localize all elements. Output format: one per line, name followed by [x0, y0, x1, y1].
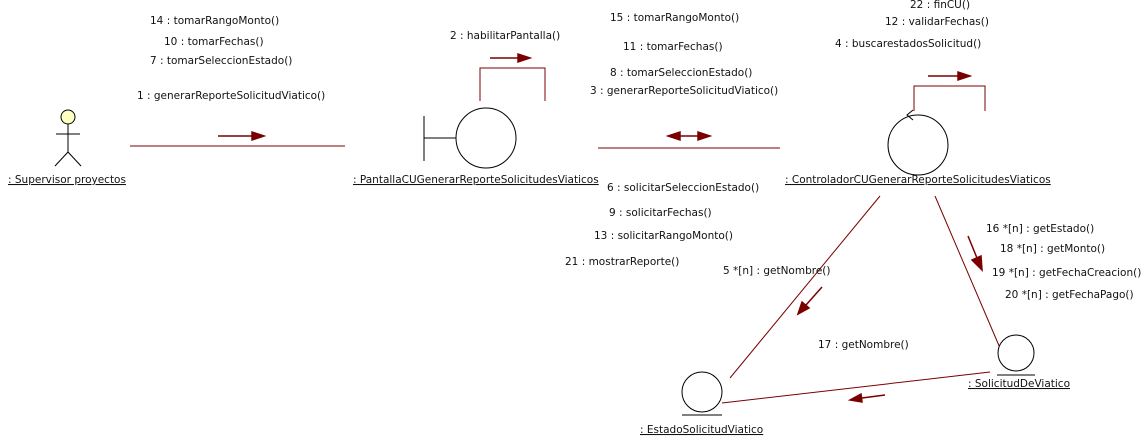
estado-label: : EstadoSolicitudViatico: [640, 424, 763, 436]
message-label: 8 : tomarSeleccionEstado(): [610, 67, 752, 79]
arrow-control-to-solicitud: [967, 235, 978, 259]
solicitud-label: : SolicitudDeViatico: [968, 378, 1070, 390]
message-label: 4 : buscarestadosSolicitud(): [835, 38, 981, 50]
object-labels: : Supervisor proyectos : PantallaCUGener…: [8, 174, 1070, 436]
message-label: 17 : getNombre(): [818, 339, 909, 351]
message-label: 12 : validarFechas(): [885, 16, 989, 28]
message-label: 11 : tomarFechas(): [623, 41, 723, 53]
message-labels-actor-boundary: 14 : tomarRangoMonto() 10 : tomarFechas(…: [137, 15, 325, 102]
message-label: 21 : mostrarReporte(): [565, 256, 679, 268]
link-control-solicitud: [934, 195, 1001, 349]
message-label: 20 *[n] : getFechaPago(): [1005, 289, 1134, 301]
message-label: 9 : solicitarFechas(): [609, 207, 712, 219]
link-control-estado: [729, 195, 881, 379]
arrow-to-boundary-head: [665, 130, 681, 142]
message-label: 15 : tomarRangoMonto(): [610, 12, 739, 24]
control-label: : ControladorCUGenerarReporteSolicitudes…: [785, 174, 1051, 186]
message-label: 1 : generarReporteSolicitudViatico(): [137, 90, 325, 102]
message-label: 5 *[n] : getNombre(): [723, 265, 830, 277]
message-labels-boundary-control-top: 15 : tomarRangoMonto() 11 : tomarFechas(…: [590, 12, 778, 97]
link-solicitud-estado: [721, 371, 991, 404]
message-label: 16 *[n] : getEstado(): [986, 223, 1094, 235]
message-arrows: [218, 52, 983, 403]
message-labels-control-self: 22 : finCU() 12 : validarFechas() 4 : bu…: [835, 0, 989, 50]
arrow-boundary-self-head: [517, 52, 533, 64]
actor-head: [60, 109, 76, 125]
message-label: 2 : habilitarPantalla(): [450, 30, 560, 42]
message-labels-control-solicitud: 16 *[n] : getEstado() 18 *[n] : getMonto…: [986, 223, 1141, 301]
arrow-solicitud-to-estado-head: [847, 392, 863, 403]
message-label: 18 *[n] : getMonto(): [1000, 243, 1105, 255]
message-label: 6 : solicitarSeleccionEstado(): [607, 182, 759, 194]
entity-estado-symbol: [681, 371, 723, 416]
message-label: 3 : generarReporteSolicitudViatico(): [590, 85, 778, 97]
entity-solicitud-symbol: [997, 334, 1035, 376]
arrow-control-to-solicitud-head: [970, 254, 983, 272]
arrow-control-to-estado: [805, 286, 823, 306]
message-label: 14 : tomarRangoMonto(): [150, 15, 279, 27]
message-labels-boundary-control-bottom: 6 : solicitarSeleccionEstado() 9 : solic…: [565, 182, 759, 268]
links: [130, 67, 1001, 404]
message-label: 7 : tomarSeleccionEstado(): [150, 55, 292, 67]
boundary-label: : PantallaCUGenerarReporteSolicitudesVia…: [353, 174, 599, 186]
arrow-control-to-estado-head: [796, 300, 811, 316]
message-label: 19 *[n] : getFechaCreacion(): [992, 267, 1141, 279]
arrow-actor-to-boundary-head: [251, 130, 267, 142]
message-label: 10 : tomarFechas(): [164, 36, 264, 48]
message-labels-control-estado: 5 *[n] : getNombre(): [723, 265, 830, 277]
message-label: 13 : solicitarRangoMonto(): [594, 230, 733, 242]
boundary-symbol: [423, 107, 517, 169]
arrow-control-self-head: [957, 70, 973, 82]
arrow-to-control-head: [697, 130, 713, 142]
message-labels-boundary-self: 2 : habilitarPantalla(): [450, 30, 560, 42]
control-self-link: [913, 85, 986, 111]
control-symbol: [887, 109, 949, 176]
message-label: 22 : finCU(): [910, 0, 970, 11]
message-labels-solicitud-estado: 17 : getNombre(): [818, 339, 909, 351]
actor-symbol: [54, 109, 82, 167]
boundary-self-link: [479, 67, 546, 101]
arrow-solicitud-to-estado: [861, 394, 886, 399]
actor-label: : Supervisor proyectos: [8, 174, 126, 186]
